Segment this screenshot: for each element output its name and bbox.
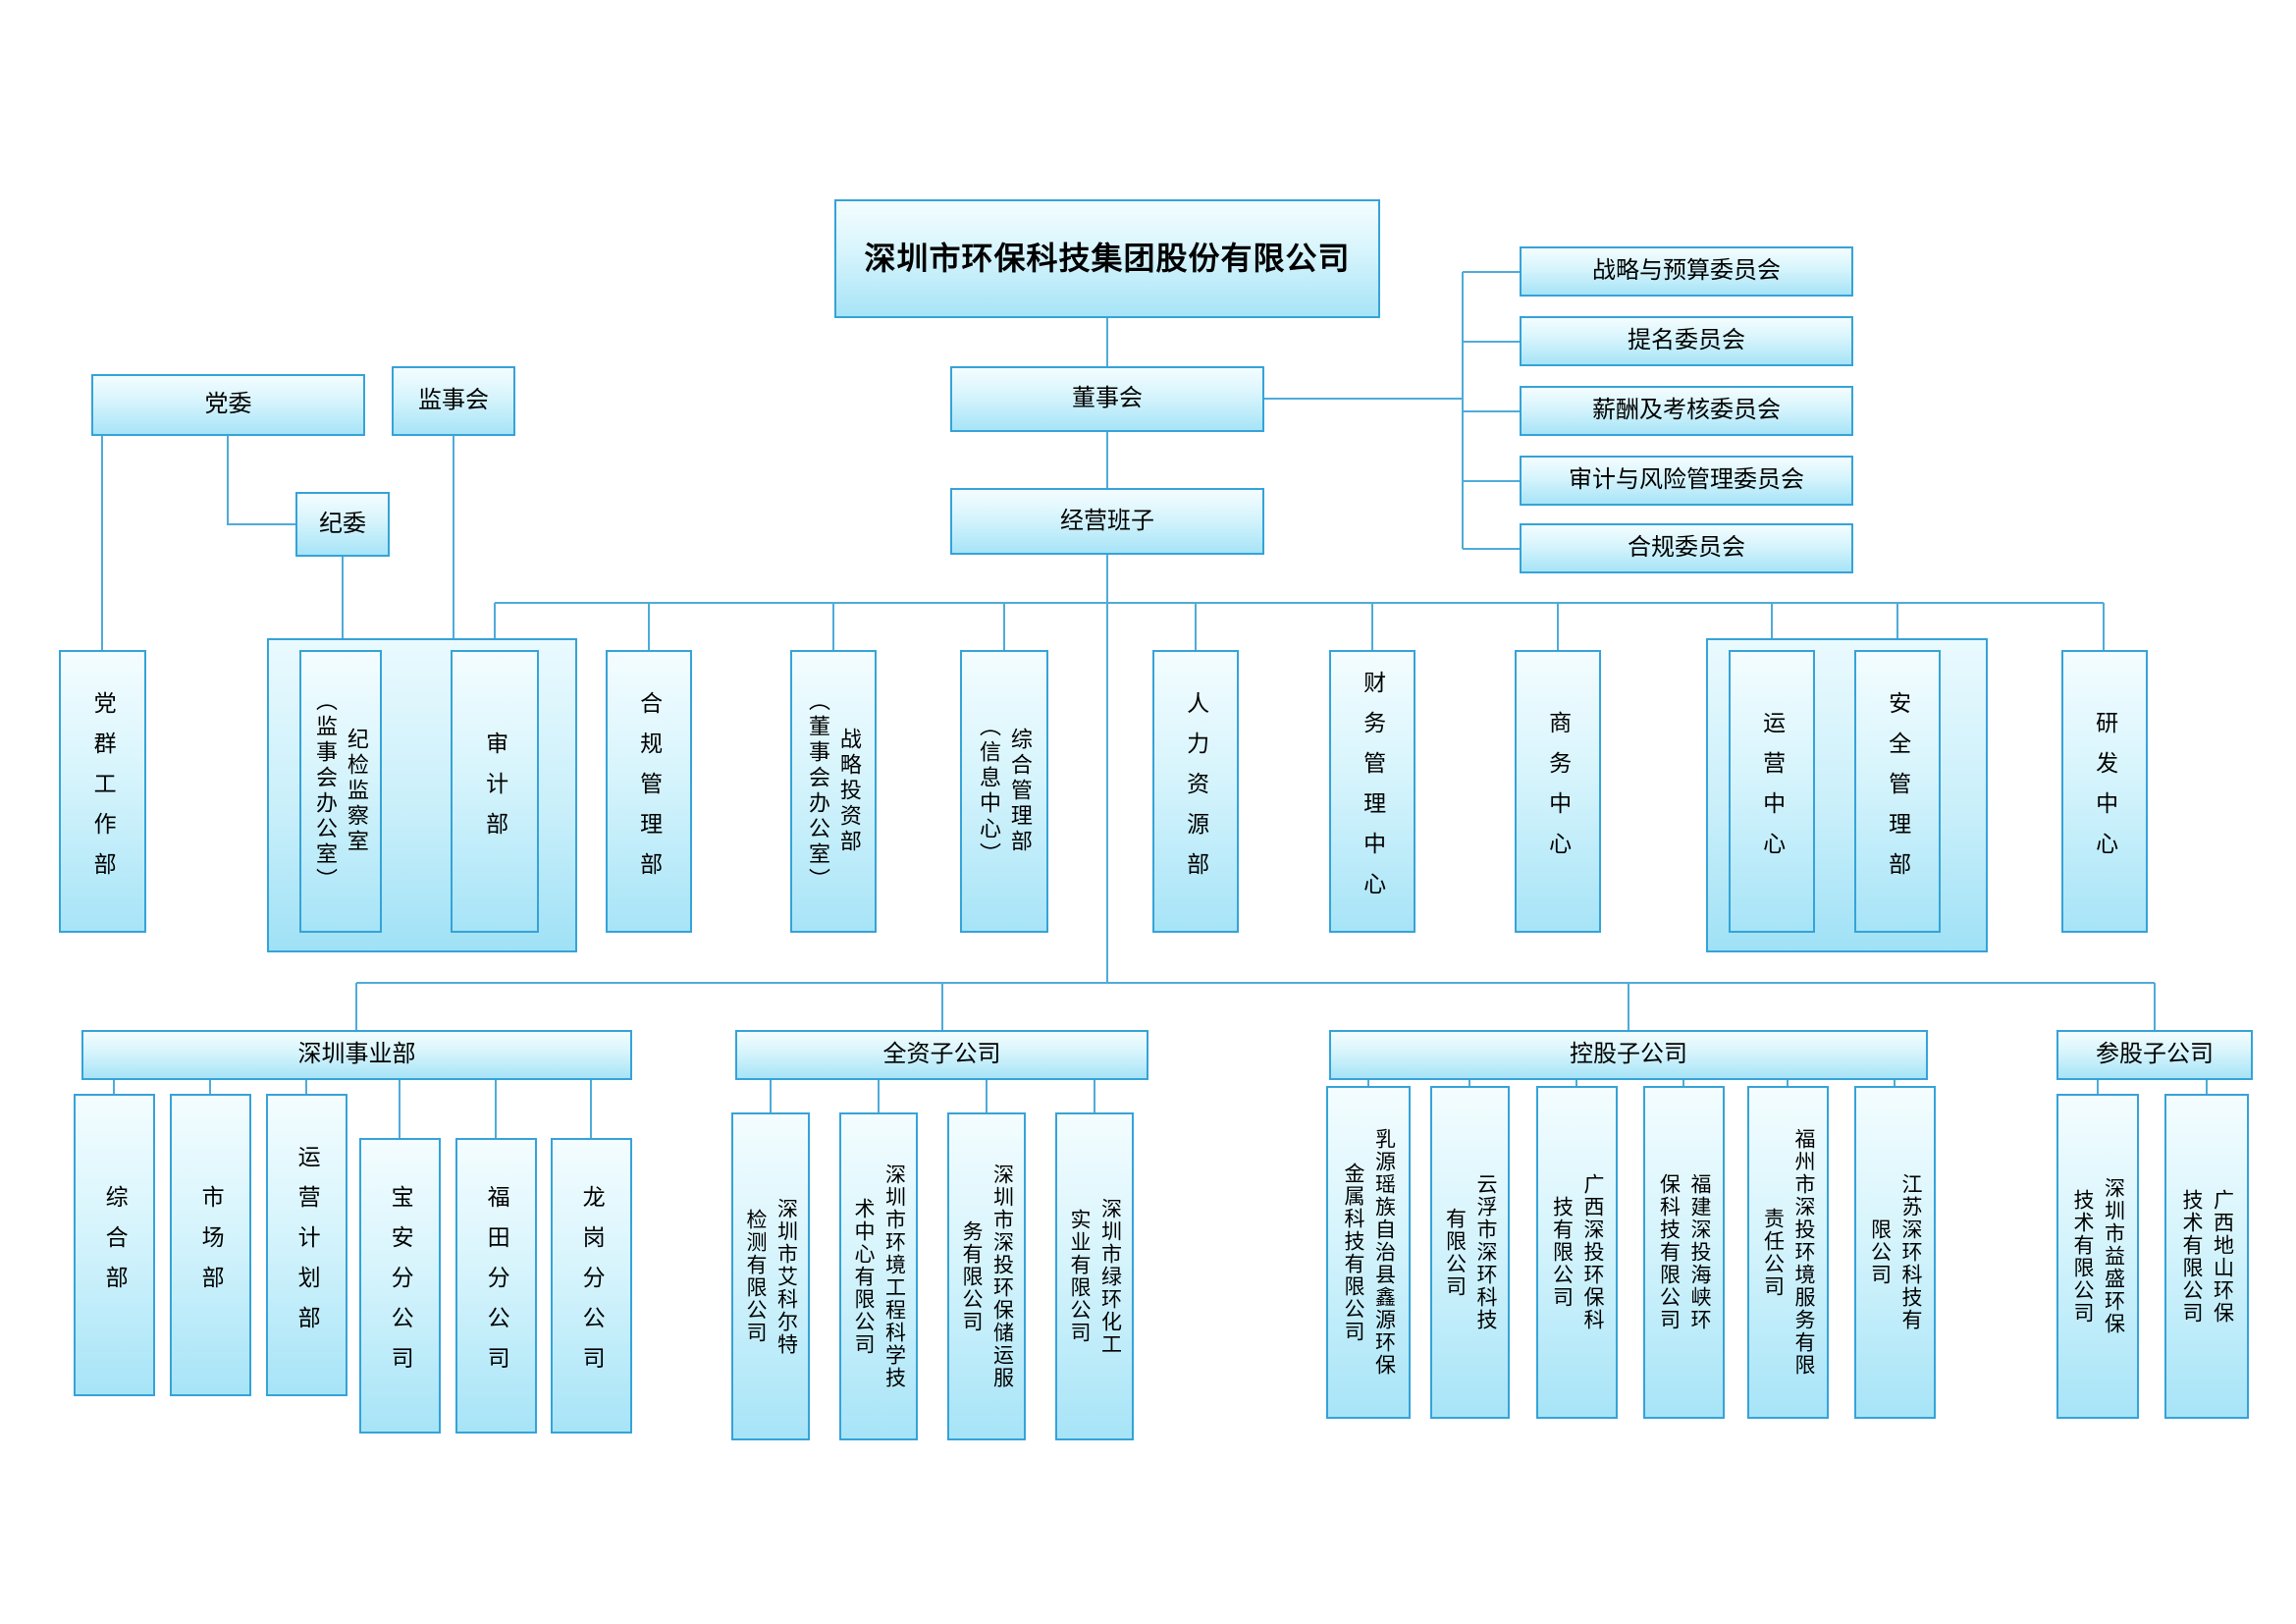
org-node-safety-mgmt-dept: 安全管理部 [1854, 650, 1941, 933]
org-node-nomination-committee: 提名委员会 [1520, 316, 1853, 366]
org-node-compliance-committee: 合规委员会 [1520, 523, 1853, 573]
org-node-holding-subsidiaries: 控股子公司 [1329, 1030, 1928, 1080]
org-node-hr-dept: 人力资源部 [1152, 650, 1239, 933]
org-node-operation-center: 运营中心 [1729, 650, 1815, 933]
org-node-discipline-inspection-office: 纪检监察室 （监事会办公室） [299, 650, 382, 933]
org-node-subsidiary-guangxi-shentou: 广西深投环保科 技有限公司 [1536, 1086, 1618, 1419]
org-node-strategic-investment-dept: 战略投资部 （董事会办公室） [790, 650, 877, 933]
org-node-shenzhen-division: 深圳事业部 [81, 1030, 632, 1080]
org-node-subsidiary-fuzhou-env-service: 福州市深投环境服务有限 责任公司 [1747, 1086, 1829, 1419]
org-node-business-center: 商务中心 [1515, 650, 1601, 933]
org-node-baoan-branch: 宝安分公司 [359, 1138, 441, 1434]
org-node-board-of-directors: 董事会 [950, 366, 1264, 432]
org-node-subsidiary-fujian-haixia: 福建深投海峡环 保科技有限公司 [1643, 1086, 1725, 1419]
org-node-market-dept: 市场部 [170, 1094, 251, 1396]
org-node-subsidiary-yisheng: 深圳市益盛环保 技术有限公司 [2056, 1094, 2139, 1419]
org-node-subsidiary-yunfu-shenhuan: 云浮市深环科技 有限公司 [1430, 1086, 1510, 1419]
org-node-wholly-owned-subsidiaries: 全资子公司 [735, 1030, 1148, 1080]
org-node-subsidiary-storage-transport: 深圳市深投环保储运服 务有限公司 [947, 1112, 1026, 1440]
org-node-company-title: 深圳市环保科技集团股份有限公司 [834, 199, 1380, 318]
org-node-equity-subsidiaries: 参股子公司 [2056, 1030, 2253, 1080]
org-node-remuneration-committee: 薪酬及考核委员会 [1520, 386, 1853, 436]
org-node-futian-branch: 福田分公司 [455, 1138, 537, 1434]
org-node-compliance-mgmt-dept: 合规管理部 [606, 650, 692, 933]
org-node-subsidiary-dishan: 广西地山环保 技术有限公司 [2164, 1094, 2249, 1419]
org-node-party-committee: 党委 [91, 374, 365, 436]
org-node-operation-planning-dept: 运营计划部 [266, 1094, 347, 1396]
org-node-subsidiary-env-engineering-center: 深圳市环境工程科学技 术中心有限公司 [839, 1112, 918, 1440]
org-node-general-mgmt-dept: 综合管理部 （信息中心） [960, 650, 1048, 933]
org-node-finance-center: 财务管理中心 [1329, 650, 1415, 933]
org-node-longgang-branch: 龙岗分公司 [551, 1138, 632, 1434]
org-node-party-masses-dept: 党群工作部 [59, 650, 146, 933]
org-node-audit-dept: 审计部 [451, 650, 539, 933]
org-node-subsidiary-jiangsu-shenhuan: 江苏深环科技有 限公司 [1854, 1086, 1936, 1419]
org-node-subsidiary-ruyuan-xinyuan: 乳源瑶族自治县鑫源环保 金属科技有限公司 [1326, 1086, 1411, 1419]
org-node-strategy-budget-committee: 战略与预算委员会 [1520, 246, 1853, 297]
org-node-discipline-committee: 纪委 [295, 492, 390, 557]
org-node-general-dept: 综合部 [74, 1094, 155, 1396]
org-node-rd-center: 研发中心 [2061, 650, 2148, 933]
org-node-management-team: 经营班子 [950, 488, 1264, 555]
org-node-subsidiary-lvhuan-chemical: 深圳市绿环化工 实业有限公司 [1055, 1112, 1134, 1440]
org-node-subsidiary-aikeerte: 深圳市艾科尔特 检测有限公司 [731, 1112, 810, 1440]
org-node-supervisory-board: 监事会 [392, 366, 515, 436]
org-node-audit-risk-committee: 审计与风险管理委员会 [1520, 456, 1853, 506]
